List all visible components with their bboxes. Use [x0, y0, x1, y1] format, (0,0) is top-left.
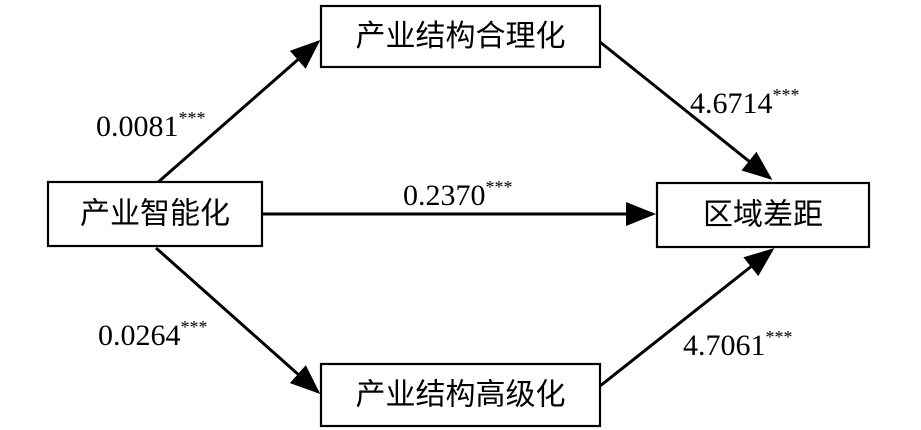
- node-industry-intelligence: 产业智能化: [46, 180, 264, 248]
- edge-value-upgrade-to-gap: 4.7061: [683, 329, 766, 362]
- edge-label-intel-to-upgrade: 0.0264***: [98, 317, 208, 352]
- edge-sig-intel-to-upgrade: ***: [181, 317, 208, 337]
- edge-label-intel-to-gap: 0.2370***: [403, 177, 513, 212]
- edge-label-upgrade-to-gap: 4.7061***: [683, 327, 793, 362]
- node-regional-gap: 区域差距: [655, 181, 871, 249]
- edge-upgrade-to-gap: [599, 248, 775, 388]
- edge-intel-to-upgrade: [155, 246, 321, 394]
- node-structure-rationalization: 产业结构合理化: [319, 4, 602, 69]
- edge-value-rational-to-gap: 4.6714: [690, 87, 773, 120]
- edge-value-intel-to-rational: 0.0081: [96, 110, 179, 143]
- node-industry-intelligence-label: 产业智能化: [80, 197, 230, 232]
- node-structure-rationalization-label: 产业结构合理化: [356, 19, 566, 54]
- edge-intel-to-rational: [155, 40, 321, 186]
- edge-label-rational-to-gap: 4.6714***: [690, 85, 800, 120]
- edge-sig-rational-to-gap: ***: [773, 85, 800, 105]
- node-structure-upgrading-label: 产业结构高级化: [356, 378, 566, 413]
- node-structure-upgrading: 产业结构高级化: [319, 362, 602, 428]
- edge-sig-intel-to-gap: ***: [486, 177, 513, 197]
- edge-label-intel-to-rational: 0.0081***: [96, 108, 206, 143]
- node-regional-gap-label: 区域差距: [703, 198, 823, 233]
- edge-value-intel-to-upgrade: 0.0264: [98, 319, 181, 352]
- edge-rational-to-gap: [599, 40, 773, 180]
- edge-value-intel-to-gap: 0.2370: [403, 179, 486, 212]
- edge-sig-intel-to-rational: ***: [179, 108, 206, 128]
- edge-sig-upgrade-to-gap: ***: [766, 327, 793, 347]
